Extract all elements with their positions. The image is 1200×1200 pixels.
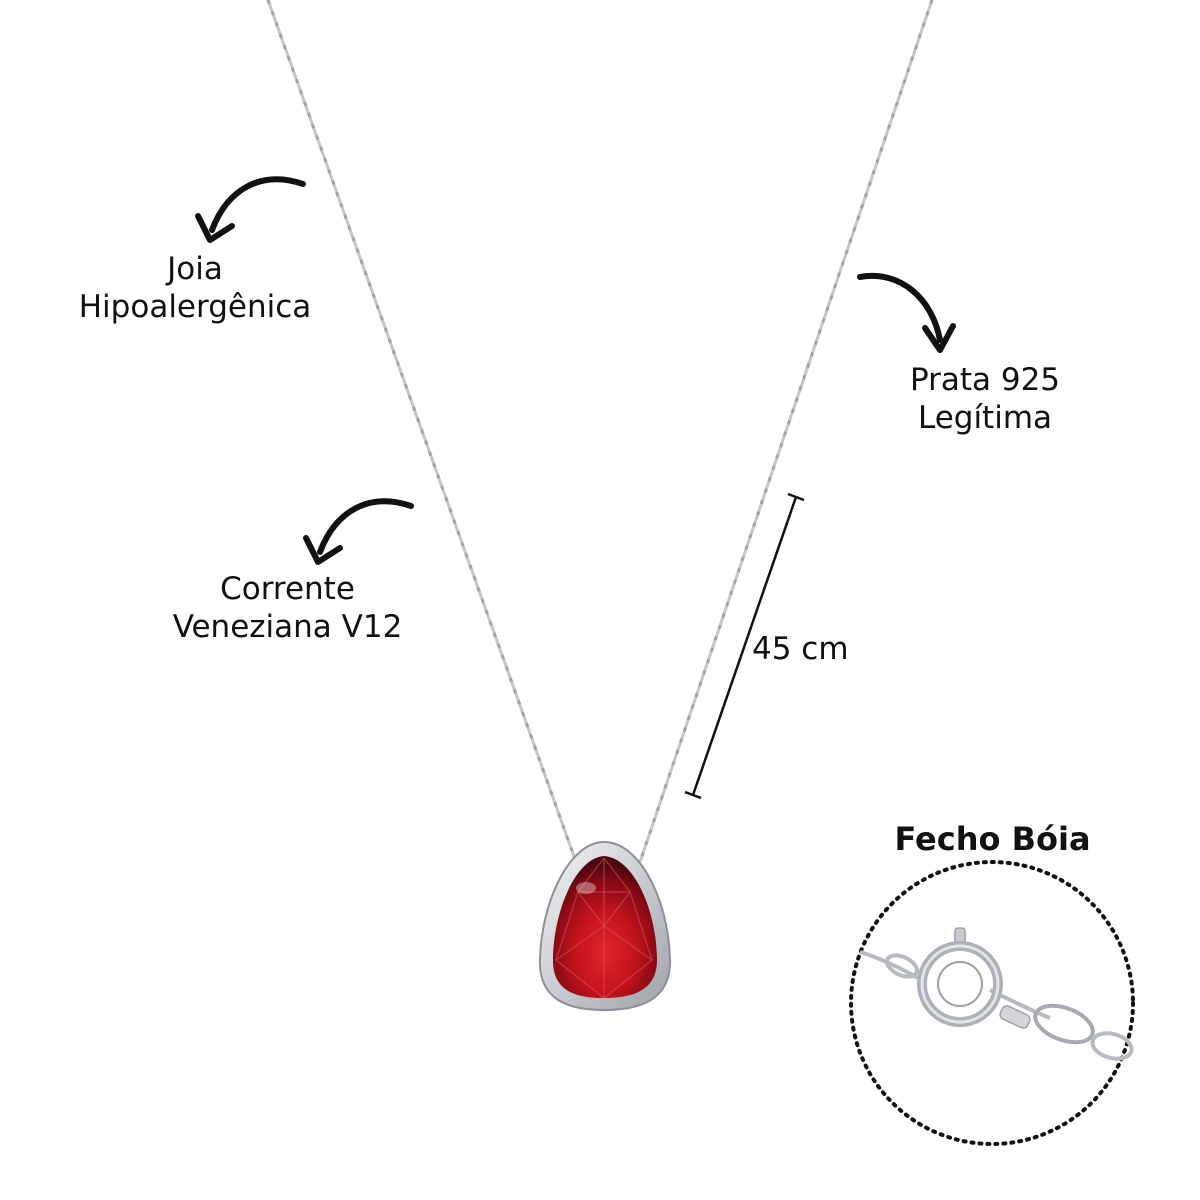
red-gem — [552, 856, 658, 998]
curved-arrow-icon — [303, 498, 414, 565]
clasp-title: Fecho Bóia — [894, 820, 1091, 858]
hypoallergenic-label-line1: Joia — [167, 251, 223, 287]
chain-label-line2: Veneziana V12 — [172, 609, 403, 645]
silver-label-line1: Prata 925 — [909, 362, 1061, 398]
length-label: 45 cm — [752, 631, 849, 667]
chain-label: Corrente Veneziana V12 — [150, 570, 425, 646]
clasp-detail — [849, 860, 1135, 1146]
necklace-chain — [266, 0, 934, 863]
silver-label: Prata 925 Legítima — [880, 361, 1090, 437]
hypoallergenic-label-line2: Hipoalergênica — [78, 289, 312, 325]
curved-arrow-icon — [195, 176, 306, 243]
teardrop-pendant — [538, 840, 672, 1012]
dimension-line-icon — [684, 492, 805, 800]
curved-arrow-icon — [857, 272, 956, 353]
chain-label-line1: Corrente — [220, 571, 355, 607]
silver-label-line2: Legítima — [917, 400, 1053, 436]
hypoallergenic-label: Joia Hipoalergênica — [40, 250, 350, 326]
